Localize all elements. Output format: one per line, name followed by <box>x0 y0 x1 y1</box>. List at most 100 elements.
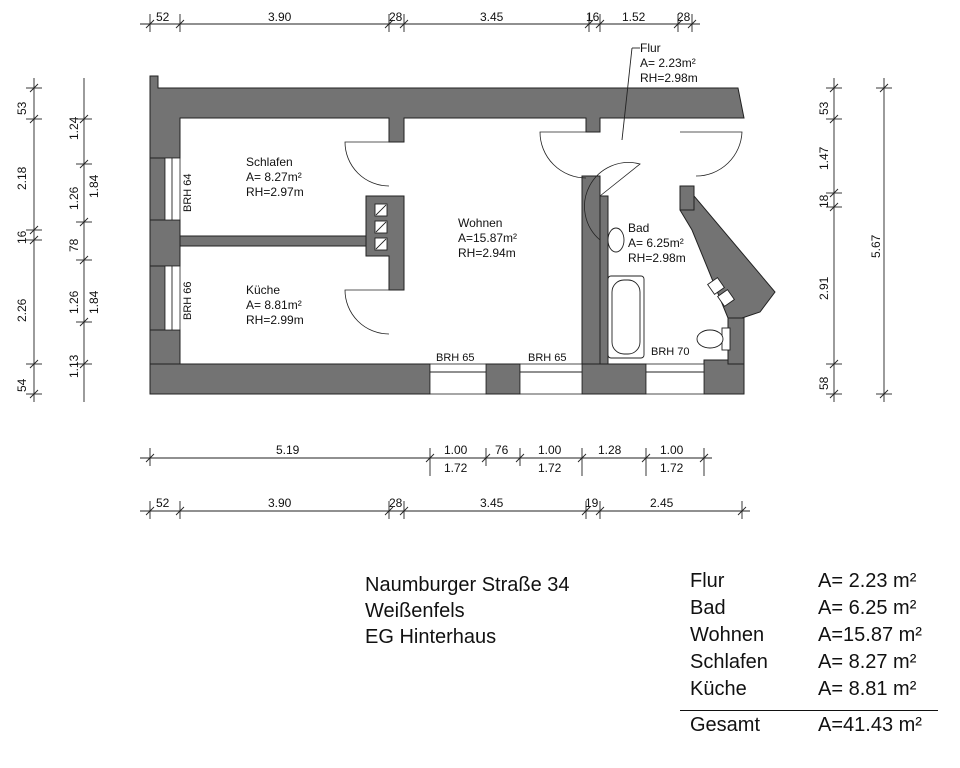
dim-bottom-100a: 1.00 <box>444 443 468 457</box>
dim-bottom-128: 1.28 <box>598 443 622 457</box>
dim-bottom-76: 76 <box>495 443 509 457</box>
area-row-name: Küche <box>690 678 747 700</box>
area-row-kueche: Küche A= 8.81 m² <box>690 678 940 705</box>
address-floor: EG Hinterhaus <box>365 626 497 648</box>
svg-text:RH=2.97m: RH=2.97m <box>246 185 304 199</box>
dim-top-28b: 28 <box>677 10 691 24</box>
area-row-flur: Flur A= 2.23 m² <box>690 570 940 597</box>
room-label-schlafen: Schlafen A= 8.27m² RH=2.97m <box>246 155 304 199</box>
dim-left-53: 53 <box>15 101 29 115</box>
dim-right-147: 1.47 <box>817 146 831 170</box>
total-name: Gesamt <box>690 714 761 736</box>
svg-text:Bad: Bad <box>628 221 649 235</box>
dim-bottom2-28: 28 <box>389 496 403 510</box>
dim-left-226: 2.26 <box>15 298 29 322</box>
chimney-flues <box>374 203 735 307</box>
dim-top-345: 3.45 <box>480 10 504 24</box>
walls <box>149 75 776 395</box>
svg-text:RH=2.98m: RH=2.98m <box>640 71 698 85</box>
dim-left-16: 16 <box>15 230 29 244</box>
dim-bottom-172b: 1.72 <box>538 461 562 475</box>
address-block: Naumburger Straße 34 Weißenfels EG Hinte… <box>365 572 570 650</box>
address-city: Weißenfels <box>365 600 465 622</box>
dim-top-52: 52 <box>156 10 170 24</box>
dim-left-113: 1.13 <box>67 354 81 378</box>
room-label-kueche: Küche A= 8.81m² RH=2.99m <box>246 283 304 327</box>
svg-text:A= 6.25m²: A= 6.25m² <box>628 236 684 250</box>
area-row-value: A= 2.23 m² <box>818 570 917 592</box>
dim-top-16: 16 <box>586 10 600 24</box>
area-row-name: Bad <box>690 597 726 619</box>
dim-left-218: 2.18 <box>15 166 29 190</box>
svg-text:A= 2.23m²: A= 2.23m² <box>640 56 696 70</box>
room-label-wohnen: Wohnen A=15.87m² RH=2.94m <box>458 216 517 260</box>
dim-left-124: 1.24 <box>67 116 81 140</box>
address-street: Naumburger Straße 34 <box>365 574 570 596</box>
brh-65-label-b: BRH 65 <box>528 352 567 364</box>
svg-text:Schlafen: Schlafen <box>246 155 293 169</box>
area-row-schlafen: Schlafen A= 8.27 m² <box>690 651 940 678</box>
svg-text:RH=2.98m: RH=2.98m <box>628 251 686 265</box>
dim-bottom2-52: 52 <box>156 496 170 510</box>
area-row-value: A= 6.25 m² <box>818 597 917 619</box>
area-row-total: Gesamt A=41.43 m² <box>690 714 940 741</box>
brh-65-label-a: BRH 65 <box>436 352 475 364</box>
area-table: Flur A= 2.23 m² Bad A= 6.25 m² Wohnen A=… <box>690 570 940 705</box>
svg-text:Küche: Küche <box>246 283 280 297</box>
room-label-flur: Flur A= 2.23m² RH=2.98m <box>640 41 698 85</box>
dim-right-567: 5.67 <box>869 234 883 258</box>
svg-text:A= 8.27m²: A= 8.27m² <box>246 170 302 184</box>
area-row-bad: Bad A= 6.25 m² <box>690 597 940 624</box>
area-row-wohnen: Wohnen A=15.87 m² <box>690 624 940 651</box>
dim-bottom2-345: 3.45 <box>480 496 504 510</box>
svg-text:Flur: Flur <box>640 41 661 55</box>
area-row-value: A=15.87 m² <box>818 624 922 646</box>
dim-bottom2-390: 3.90 <box>268 496 292 510</box>
area-row-name: Schlafen <box>690 651 768 673</box>
left-dimension-outer: 53 2.18 16 2.26 54 <box>15 78 42 402</box>
dim-left-54: 54 <box>15 378 29 392</box>
top-dimension-line: 52 3.90 28 3.45 16 1.52 28 <box>140 10 700 32</box>
svg-text:RH=2.99m: RH=2.99m <box>246 313 304 327</box>
dim-right-291: 2.91 <box>817 276 831 300</box>
dim-left-126b: 1.26 <box>67 290 81 314</box>
dim-left-184b: 1.84 <box>87 290 101 314</box>
brh-66-label: BRH 66 <box>182 281 194 320</box>
dim-top-390: 3.90 <box>268 10 292 24</box>
svg-text:A= 8.81m²: A= 8.81m² <box>246 298 302 312</box>
dim-bottom-519: 5.19 <box>276 443 300 457</box>
area-row-value: A= 8.27 m² <box>818 651 917 673</box>
bottom-dimension-line-1: 5.19 1.00 76 1.00 1.28 1.00 1.72 1.72 1.… <box>140 443 712 476</box>
left-dimension-inner: 1.24 1.26 78 1.26 1.13 1.84 1.84 <box>67 78 101 402</box>
total-separator <box>680 710 938 711</box>
dim-bottom-100b: 1.00 <box>538 443 562 457</box>
dim-top-28a: 28 <box>389 10 403 24</box>
dim-left-78: 78 <box>67 238 81 252</box>
total-value: A=41.43 m² <box>818 714 922 736</box>
dim-bottom2-245: 2.45 <box>650 496 674 510</box>
dim-left-126a: 1.26 <box>67 186 81 210</box>
dim-bottom2-19: 19 <box>585 496 599 510</box>
right-dimension-inner: 53 1.47 18 2.91 58 <box>817 78 842 402</box>
room-label-bad: Bad A= 6.25m² RH=2.98m <box>628 221 686 265</box>
bathroom-fixtures <box>607 227 731 359</box>
windows <box>164 157 705 395</box>
area-row-name: Wohnen <box>690 624 765 646</box>
svg-text:A=15.87m²: A=15.87m² <box>458 231 517 245</box>
right-dimension-total: 5.67 <box>869 78 892 402</box>
flur-leader <box>621 47 633 141</box>
area-row-value: A= 8.81 m² <box>818 678 917 700</box>
dim-left-184a: 1.84 <box>87 174 101 198</box>
bottom-dimension-line-2: 52 3.90 28 3.45 19 2.45 <box>140 496 750 519</box>
dim-top-152: 1.52 <box>622 10 646 24</box>
dim-right-58: 58 <box>817 376 831 390</box>
dim-right-18: 18 <box>817 194 831 208</box>
dim-bottom-100c: 1.00 <box>660 443 684 457</box>
brh-70-label: BRH 70 <box>651 346 690 358</box>
dim-right-53: 53 <box>817 101 831 115</box>
svg-text:RH=2.94m: RH=2.94m <box>458 246 516 260</box>
dim-bottom-172a: 1.72 <box>444 461 468 475</box>
area-row-name: Flur <box>690 570 725 592</box>
brh-64-label: BRH 64 <box>182 173 194 212</box>
